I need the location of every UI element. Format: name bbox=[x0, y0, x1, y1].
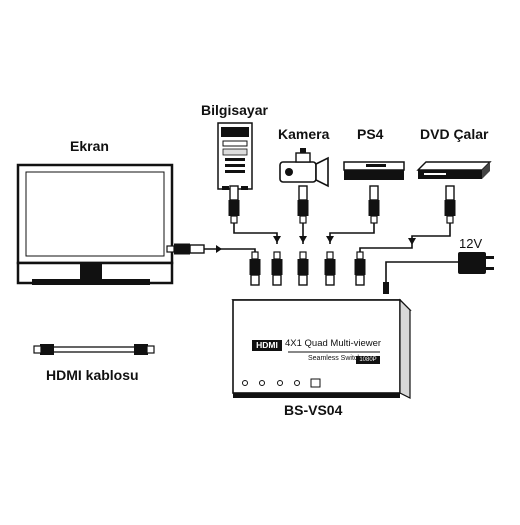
label-computer: Bilgisayar bbox=[201, 102, 268, 118]
label-dvd-player: DVD Çalar bbox=[420, 126, 489, 142]
hdmi-logo bbox=[252, 340, 282, 351]
hdmi-plug-input2 bbox=[296, 251, 310, 286]
label-power-12v: 12V bbox=[459, 236, 483, 251]
device-badge: 1080P bbox=[359, 357, 377, 363]
label-ps4: PS4 bbox=[357, 126, 384, 142]
label-hdmi-cable: HDMI kablosu bbox=[46, 367, 139, 383]
hdmi-plug-input3 bbox=[323, 251, 337, 286]
hdmi-plug-ps4 bbox=[367, 185, 381, 224]
front-panel-leds bbox=[242, 378, 321, 388]
camcorder-icon bbox=[279, 148, 329, 188]
switcher-device bbox=[231, 298, 412, 399]
hdmi-plug-input1 bbox=[270, 251, 284, 286]
hdmi-plug-input4 bbox=[353, 251, 367, 286]
badge-box bbox=[356, 356, 380, 364]
monitor-icon bbox=[16, 163, 174, 285]
cable-arrows bbox=[216, 236, 416, 253]
label-model: BS-VS04 bbox=[284, 402, 343, 418]
power-adapter-icon bbox=[383, 252, 494, 294]
device-product-line: 4X1 Quad Multi-viewer bbox=[285, 338, 382, 349]
device-feature: Seamless Switch bbox=[308, 355, 362, 362]
label-screen: Ekran bbox=[70, 138, 109, 154]
hdmi-plug-dvd bbox=[443, 185, 457, 224]
hdmi-plug-output bbox=[248, 251, 262, 286]
ps4-console-icon bbox=[343, 161, 405, 180]
source-cables bbox=[233, 222, 451, 256]
label-camera: Kamera bbox=[278, 126, 330, 142]
output-cable bbox=[199, 248, 256, 252]
hdmi-plug-camera bbox=[296, 185, 310, 224]
device-brand: HDMI bbox=[256, 340, 278, 350]
computer-icon bbox=[217, 122, 253, 190]
dvd-player-icon bbox=[416, 161, 492, 179]
hdmi-plug-pc bbox=[227, 185, 241, 224]
hdmi-cable-icon bbox=[33, 344, 155, 355]
